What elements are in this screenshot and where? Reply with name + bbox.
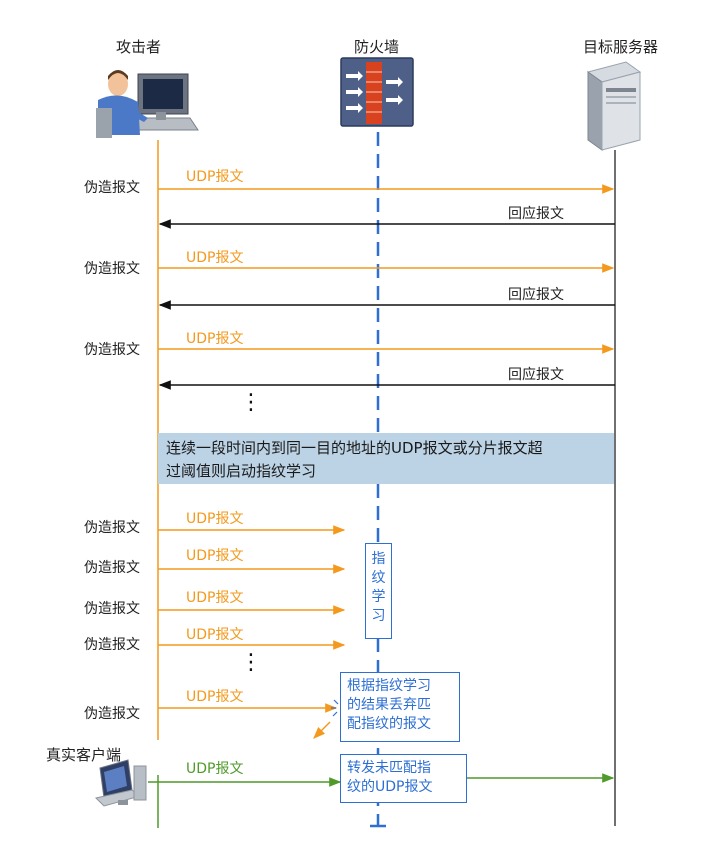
firewall-title: 防火墙 xyxy=(354,38,400,56)
attacker-title: 攻击者 xyxy=(116,38,162,56)
discard-arrow xyxy=(313,721,331,739)
udp-label-1: UDP报文 xyxy=(186,169,244,185)
server-icon xyxy=(586,61,642,151)
threshold-banner: 连续一段时间内到同一目的地址的UDP报文或分片报文超 过阈值则启动指纹学习 xyxy=(158,433,614,484)
forged-label-7: 伪造报文 xyxy=(84,637,140,653)
forged-label-2: 伪造报文 xyxy=(84,261,140,277)
reply-label-2: 回应报文 xyxy=(508,287,564,303)
client-computer-icon xyxy=(95,759,147,807)
udp-label-5: UDP报文 xyxy=(186,548,244,564)
continuation-dots-2: ⋮ xyxy=(240,650,262,675)
discard-box: 根据指纹学习 的结果丢弃匹 配指纹的报文 xyxy=(340,672,460,742)
attacker-icon xyxy=(96,70,199,138)
forward-line-1: 转发未匹配指 xyxy=(347,760,431,776)
discard-line-1: 根据指纹学习 xyxy=(347,678,431,694)
discard-burst-icon xyxy=(331,699,339,717)
server-title: 目标服务器 xyxy=(583,38,659,56)
forged-label-6: 伪造报文 xyxy=(84,601,140,617)
learning-char-1: 指 xyxy=(371,551,386,567)
forged-label-3: 伪造报文 xyxy=(84,342,140,358)
udp-label-3: UDP报文 xyxy=(186,331,244,347)
discard-line-2: 的结果丢弃匹 xyxy=(347,697,431,713)
forged-label-5: 伪造报文 xyxy=(84,560,140,576)
udp-label-4: UDP报文 xyxy=(186,511,244,527)
client-title: 真实客户端 xyxy=(46,746,122,764)
reply-label-3: 回应报文 xyxy=(508,367,564,383)
udp-label-8: UDP报文 xyxy=(186,689,244,705)
udp-label-6: UDP报文 xyxy=(186,590,244,606)
forged-label-1: 伪造报文 xyxy=(84,180,140,196)
forward-box: 转发未匹配指 纹的UDP报文 xyxy=(340,754,467,803)
firewall-icon xyxy=(340,57,414,127)
discard-line-3: 配指纹的报文 xyxy=(347,716,431,732)
learning-char-2: 纹 xyxy=(371,570,386,586)
forward-line-2: 纹的UDP报文 xyxy=(347,779,433,795)
forged-label-8: 伪造报文 xyxy=(84,706,140,722)
continuation-dots-1: ⋮ xyxy=(240,390,262,415)
reply-label-1: 回应报文 xyxy=(508,206,564,222)
banner-line-2: 过阈值则启动指纹学习 xyxy=(166,462,317,480)
banner-line-1: 连续一段时间内到同一目的地址的UDP报文或分片报文超 xyxy=(166,439,543,457)
udp-label-7: UDP报文 xyxy=(186,627,244,643)
fingerprint-learning-box: 指 纹 学 习 xyxy=(365,543,392,639)
client-udp-label: UDP报文 xyxy=(186,761,244,777)
learning-char-4: 习 xyxy=(371,608,386,624)
udp-label-2: UDP报文 xyxy=(186,250,244,266)
forged-label-4: 伪造报文 xyxy=(84,520,140,536)
learning-char-3: 学 xyxy=(371,589,386,605)
